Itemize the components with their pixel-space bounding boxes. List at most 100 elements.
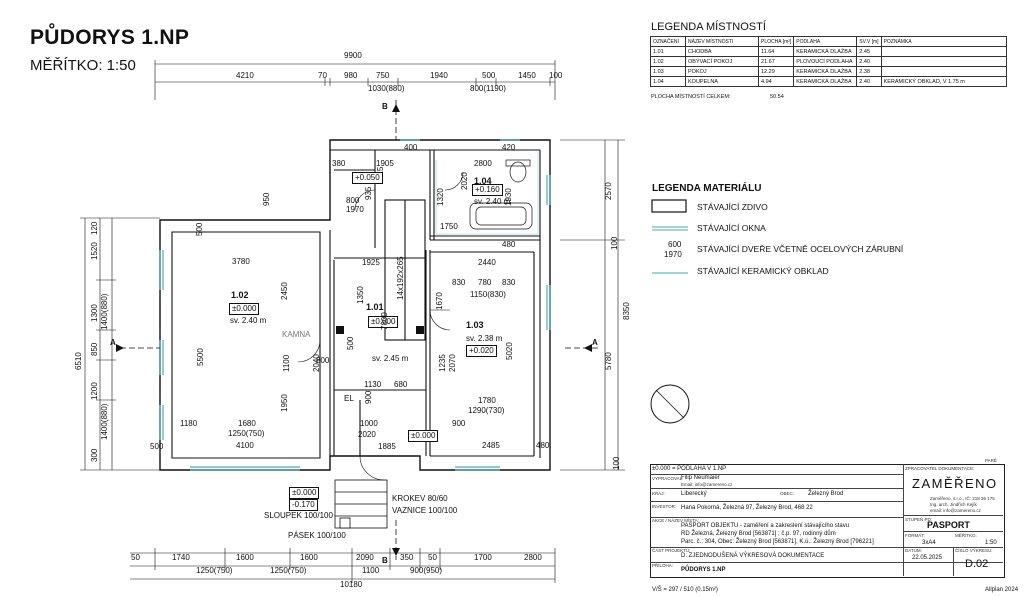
drawing-title: PŮDORYS 1.NP <box>30 26 190 49</box>
cell: KERAMICKÁ DLAŽBA <box>793 76 858 87</box>
section-marker-b: B <box>382 102 388 111</box>
dim-top-seg: 70 <box>318 71 327 80</box>
plan-dim: 1150(830) <box>470 290 506 299</box>
cell <box>880 66 1007 77</box>
dim-top-seg: 1940 <box>430 71 448 80</box>
plan-dim: 5500 <box>196 348 205 366</box>
cell: 2.40 <box>856 76 882 87</box>
cell <box>880 46 1007 57</box>
door-sample-height: 1970 <box>664 250 682 259</box>
author-name: Filip Neumaier <box>681 475 720 481</box>
cell: PLOVOUCÍ PODLAHA <box>793 56 858 67</box>
stair-label: 14x192x265 <box>396 256 405 300</box>
priloha-label: PŘÍLOHA: <box>652 563 674 568</box>
dim-bottom-seg: 1740 <box>172 553 190 562</box>
kraj-value: Liberecký <box>681 491 707 497</box>
cell: 12.29 <box>757 66 795 77</box>
plan-dim: 950 <box>262 192 271 206</box>
author-label: VYPRACOVAL: <box>652 476 684 481</box>
plan-dim: 380 <box>332 159 346 168</box>
dim-bottom-sub: 1250(750) <box>196 566 233 575</box>
kraj-label: KRAJ: <box>652 491 665 496</box>
north-arrow-icon <box>650 384 690 424</box>
plan-dim: 2450 <box>280 282 289 300</box>
room-height: sv. 2.38 m <box>466 334 503 343</box>
obec-label: OBEC: <box>780 491 795 496</box>
plan-dim: 1000 <box>360 419 378 428</box>
plan-dim: 2020 <box>460 172 469 190</box>
author-email: Email: info@zamereno.cz <box>681 482 733 487</box>
plan-dim: 5020 <box>505 342 514 360</box>
material-item: STÁVAJÍCÍ OKNA <box>697 223 766 233</box>
dim-top-sub: 1030(880) <box>368 84 405 93</box>
paper-size-note: V/Š = 297 / 510 (0.15m²) <box>652 587 718 593</box>
section-marker-a: A <box>110 338 116 347</box>
dim-top-seg: 980 <box>344 71 358 80</box>
dim-bottom-seg: 50 <box>428 553 437 562</box>
dim-overall-top: 9900 <box>344 51 362 60</box>
dim-left-seg: 300 <box>90 448 99 462</box>
cell: 2.45 <box>856 46 882 57</box>
dim-top-sub: 800(1190) <box>470 84 506 93</box>
cast-value: D. ZJEDNODUŠENÁ VÝKRESOVÁ DOKUMENTACE <box>681 553 825 559</box>
cell: 1.04 <box>650 76 686 87</box>
plan-dim: 420 <box>502 143 516 152</box>
cell: 4.94 <box>757 76 795 87</box>
plan-dim: 1670 <box>435 292 444 310</box>
table-row: 1.01 CHODBA 11.64 KERAMICKÁ DLAŽBA 2.45 <box>650 46 1007 57</box>
room-legend-title: LEGENDA MÍSTNOSTÍ <box>651 21 766 33</box>
plan-dim: 2020 <box>358 430 376 439</box>
plan-dim: 2485 <box>482 441 500 450</box>
dim-overall-bottom: 10180 <box>340 580 363 589</box>
software-note: Allplan 2024 <box>985 587 1019 593</box>
plan-dim: 4100 <box>236 441 254 450</box>
plan-dim: 830 <box>502 278 516 287</box>
plan-dim: 1970 <box>346 205 364 214</box>
cell: 2.40 <box>856 56 882 67</box>
material-legend-title: LEGENDA MATERIÁLU <box>652 183 762 194</box>
plan-dim: 1950 <box>280 394 289 412</box>
plan-dim: 1130 <box>364 380 382 389</box>
dim-top-seg: 100 <box>549 71 563 80</box>
room-level: ±0.000 <box>229 303 260 315</box>
plan-dim: 480 <box>502 240 516 249</box>
plan-dim: 1100 <box>282 354 291 372</box>
plan-dim: 3780 <box>232 257 250 266</box>
table-row: 1.03 POKOJ 12.29 KERAMICKÁ DLAŽBA 2.38 <box>650 66 1007 77</box>
material-item: STÁVAJÍCÍ ZDIVO <box>697 202 768 212</box>
cell: 1.03 <box>650 66 686 77</box>
dim-bottom-seg: 1700 <box>474 553 492 562</box>
dim-top-seg: 4210 <box>236 71 254 80</box>
dim-right-overall: 8350 <box>622 302 631 320</box>
dim-right-seg: 100 <box>612 456 621 470</box>
akce-label: AKCE / NÁZEV MÍSTA: <box>652 518 699 523</box>
priloha-value: PŮDORYS 1.NP <box>681 567 726 573</box>
dim-left-seg: 1520 <box>90 242 99 260</box>
plan-dim: 1885 <box>378 442 396 451</box>
dim-bottom-sub: 1250(750) <box>270 566 307 575</box>
plan-dim: 1750 <box>440 222 458 231</box>
column-header: PODLAHA <box>793 36 858 47</box>
table-row: 1.04 KOUPELNA 4.94 KERAMICKÁ DLAŽBA 2.40… <box>650 76 1007 87</box>
company-label: ZPRACOVATEL DOKUMENTACE: <box>905 466 975 471</box>
plan-dim: 500 <box>150 442 164 451</box>
room-number: 1.04 <box>474 176 492 186</box>
dim-left-overall: 6510 <box>74 352 83 370</box>
plan-dim: 680 <box>394 380 408 389</box>
room-level: +0.020 <box>466 345 497 357</box>
entry-level: ±0.000 <box>289 487 320 499</box>
post-label: SLOUPEK 100/100 <box>264 511 333 520</box>
level-mark: ±0.000 <box>408 430 439 442</box>
dim-left-seg: 1400(880) <box>100 293 109 330</box>
format-label: FORMÁT: <box>905 533 925 538</box>
title-block <box>650 464 1005 578</box>
entry-level: -0.170 <box>289 499 318 511</box>
plan-dim: 1680 <box>238 419 256 428</box>
cell: 2.38 <box>856 66 882 77</box>
datum-label: DATUM: <box>905 548 922 553</box>
cell: KOUPELNA <box>685 76 759 87</box>
room-level: +0.160 <box>472 184 503 196</box>
akce-line-1: PASPORT OBJEKTU - zaměření a zakreslení … <box>681 523 850 529</box>
pare-label: PARÉ <box>985 458 997 463</box>
column-header: PLOCHA [m²] <box>757 36 795 47</box>
